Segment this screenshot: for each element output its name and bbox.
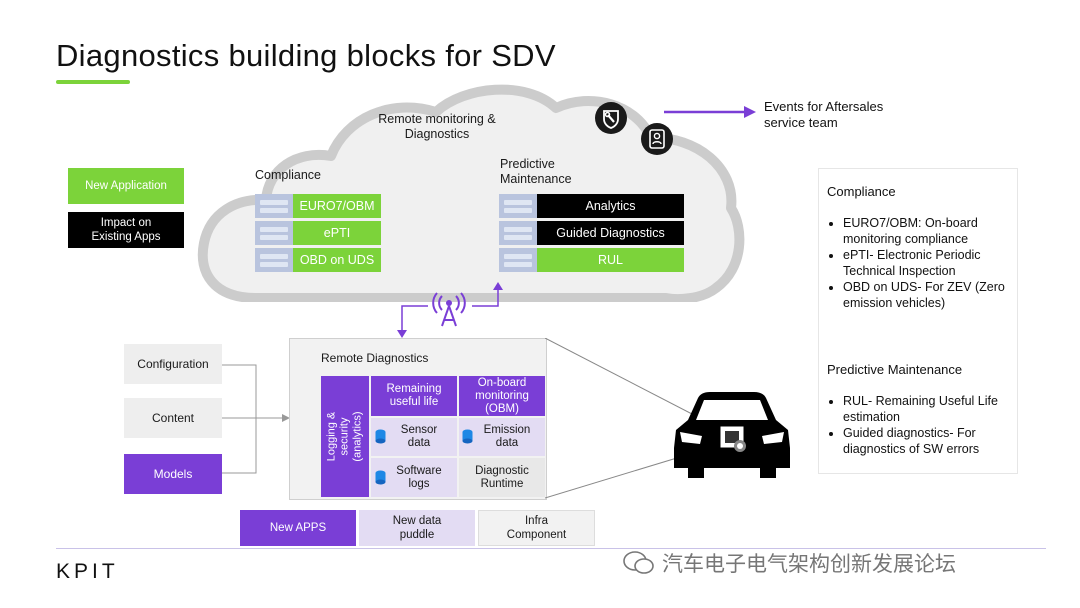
guided-diagnostics-label: Guided Diagnostics bbox=[537, 221, 684, 245]
input-connectors bbox=[222, 364, 290, 474]
server-icon bbox=[255, 248, 293, 272]
notes-compliance-item: OBD on UDS- For ZEV (Zero emission vehic… bbox=[843, 279, 1013, 311]
database-icon bbox=[375, 470, 386, 485]
car-icon bbox=[674, 392, 790, 478]
page-title: Diagnostics building blocks for SDV bbox=[56, 38, 556, 73]
notes-predictive-title: Predictive Maintenance bbox=[827, 362, 963, 377]
diagnostic-runtime-cell: Diagnostic Runtime bbox=[459, 458, 545, 497]
cloud-heading: Remote monitoring & Diagnostics bbox=[378, 112, 496, 141]
server-icon bbox=[255, 194, 293, 218]
obd-label: OBD on UDS bbox=[293, 248, 381, 272]
server-icon bbox=[255, 221, 293, 245]
notes-predictive-item: RUL- Remaining Useful Life estimation bbox=[843, 393, 1013, 425]
predictive-row-rul: RUL bbox=[499, 248, 684, 272]
notes-compliance-item: ePTI- Electronic Periodic Technical Insp… bbox=[843, 247, 1013, 279]
notes-compliance-title: Compliance bbox=[827, 184, 896, 199]
epti-label: ePTI bbox=[293, 221, 381, 245]
title-underline bbox=[56, 80, 130, 84]
remote-diagnostics-title: Remote Diagnostics bbox=[321, 351, 429, 365]
predictive-row-guided: Guided Diagnostics bbox=[499, 221, 684, 245]
kpit-logo: KPIT bbox=[56, 560, 119, 583]
predictive-stack: Analytics Guided Diagnostics RUL bbox=[499, 194, 684, 272]
content-box: Content bbox=[124, 398, 222, 438]
badge-icon bbox=[641, 123, 673, 155]
obm-cell: On-board monitoring (OBM) bbox=[459, 376, 545, 416]
predictive-row-analytics: Analytics bbox=[499, 194, 684, 218]
models-box: Models bbox=[124, 454, 222, 494]
euro7-label: EURO7/OBM bbox=[293, 194, 381, 218]
configuration-box: Configuration bbox=[124, 344, 222, 384]
sensor-data-cell: Sensor data bbox=[371, 418, 457, 456]
compliance-row-epti: ePTI bbox=[255, 221, 381, 245]
events-label: Events for Aftersales service team bbox=[764, 99, 884, 130]
remote-diagnostics-box: Remote Diagnostics Logging & security (a… bbox=[289, 338, 547, 500]
legend-new-application: New Application bbox=[68, 168, 184, 204]
compliance-row-obd: OBD on UDS bbox=[255, 248, 381, 272]
compliance-label: Compliance bbox=[255, 168, 322, 182]
server-icon bbox=[499, 248, 537, 272]
notes-predictive-list: RUL- Remaining Useful Life estimation Gu… bbox=[827, 393, 1013, 457]
rul-cell: Remaining useful life bbox=[371, 376, 457, 416]
predictive-label: Predictive Maintenance bbox=[500, 157, 572, 186]
software-logs-label: Software logs bbox=[396, 464, 442, 490]
legend-infra-component: Infra Component bbox=[478, 510, 595, 546]
legend-new-apps: New APPS bbox=[240, 510, 356, 546]
logging-security-column: Logging & security (analytics) bbox=[321, 376, 369, 497]
software-logs-cell: Software logs bbox=[371, 458, 457, 497]
antenna-icon bbox=[432, 292, 466, 327]
database-icon bbox=[375, 429, 386, 444]
footer-divider bbox=[56, 548, 1046, 549]
notes-compliance-item: EURO7/OBM: On-board monitoring complianc… bbox=[843, 215, 1013, 247]
server-icon bbox=[499, 221, 537, 245]
connection-arrows bbox=[397, 282, 503, 338]
emission-data-label: Emission data bbox=[483, 424, 531, 449]
compliance-row-euro7: EURO7/OBM bbox=[255, 194, 381, 218]
sensor-data-label: Sensor data bbox=[400, 424, 438, 449]
rul-label: RUL bbox=[537, 248, 684, 272]
database-icon bbox=[462, 429, 473, 444]
analytics-label: Analytics bbox=[537, 194, 684, 218]
server-icon bbox=[499, 194, 537, 218]
notes-compliance-list: EURO7/OBM: On-board monitoring complianc… bbox=[827, 215, 1013, 311]
wrench-shield-icon bbox=[595, 102, 627, 134]
compliance-stack: EURO7/OBM ePTI OBD on UDS bbox=[255, 194, 381, 272]
legend-new-data-puddle: New data puddle bbox=[359, 510, 475, 546]
logging-security-label: Logging & security (analytics) bbox=[325, 411, 364, 462]
cloud-shape bbox=[197, 84, 745, 302]
watermark-text: 汽车电子电气架构创新发展论坛 bbox=[662, 553, 956, 576]
notes-predictive-item: Guided diagnostics- For diagnostics of S… bbox=[843, 425, 1013, 457]
wechat-icon bbox=[622, 550, 656, 581]
notes-panel: Compliance EURO7/OBM: On-board monitorin… bbox=[818, 168, 1018, 474]
emission-data-cell: Emission data bbox=[459, 418, 545, 456]
events-arrow bbox=[664, 106, 756, 118]
legend-impact: Impact on Existing Apps bbox=[68, 212, 184, 248]
